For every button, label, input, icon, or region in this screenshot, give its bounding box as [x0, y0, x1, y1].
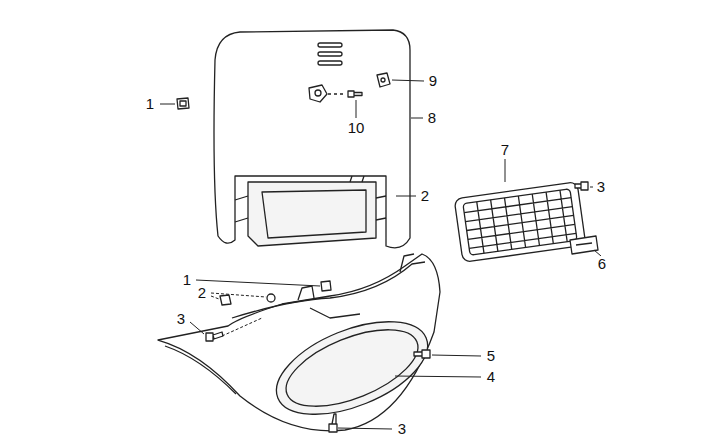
screw	[348, 91, 362, 97]
grille-bars	[463, 189, 577, 256]
leader-line	[356, 100, 357, 118]
callout-number: 7	[499, 142, 511, 158]
callout-number: 3	[175, 311, 187, 327]
screw	[206, 332, 223, 341]
callout-number: 2	[419, 188, 431, 204]
leader-line	[190, 322, 204, 334]
dash-line	[328, 93, 346, 94]
screw	[329, 414, 337, 432]
leader-line	[505, 159, 506, 182]
leader-line	[160, 104, 175, 105]
callout-number: 1	[144, 96, 156, 112]
clip-hole	[381, 78, 385, 82]
badge	[570, 236, 598, 254]
callout-number: 10	[346, 120, 367, 136]
callout-number: 1	[181, 272, 193, 288]
lock-housing	[309, 85, 327, 102]
lock-hole	[315, 90, 321, 96]
callout-number: 6	[596, 256, 608, 272]
vent-slot	[318, 61, 342, 65]
grille-frame	[454, 182, 586, 263]
washer	[267, 294, 275, 302]
leader-line	[395, 376, 481, 377]
headlight-rim	[276, 314, 428, 422]
clip	[321, 281, 331, 291]
leader-line	[196, 280, 320, 286]
glovebox	[248, 182, 376, 246]
leader-line	[392, 80, 424, 81]
callout-number: 9	[427, 73, 439, 89]
leader-line	[338, 428, 392, 429]
badge-mark	[576, 243, 592, 245]
shield-edge	[165, 346, 236, 394]
clip	[177, 98, 189, 109]
vent-slot	[318, 43, 342, 47]
screw	[575, 182, 588, 190]
upper-cover	[214, 30, 410, 248]
leader-line	[590, 187, 593, 188]
leader-line	[432, 355, 481, 356]
grille	[454, 182, 586, 263]
callout-number: 8	[426, 110, 438, 126]
grille-inner	[463, 189, 577, 256]
headlight-opening	[264, 303, 441, 433]
shield-rim	[232, 262, 425, 318]
callout-number: 4	[485, 369, 497, 385]
screw	[414, 350, 430, 358]
callout-number: 3	[595, 179, 607, 195]
callout-number: 2	[196, 285, 208, 301]
clip-nut	[377, 73, 390, 87]
nut	[220, 295, 231, 305]
glovebox-inner	[262, 190, 366, 238]
callout-number: 5	[485, 348, 497, 364]
cover-rib	[235, 176, 386, 222]
callout-number: 3	[396, 421, 408, 437]
leader-line	[396, 196, 416, 197]
leader-line	[222, 318, 262, 336]
leader-line	[211, 293, 266, 299]
vent-slot	[318, 52, 342, 56]
leader-line	[411, 118, 423, 119]
